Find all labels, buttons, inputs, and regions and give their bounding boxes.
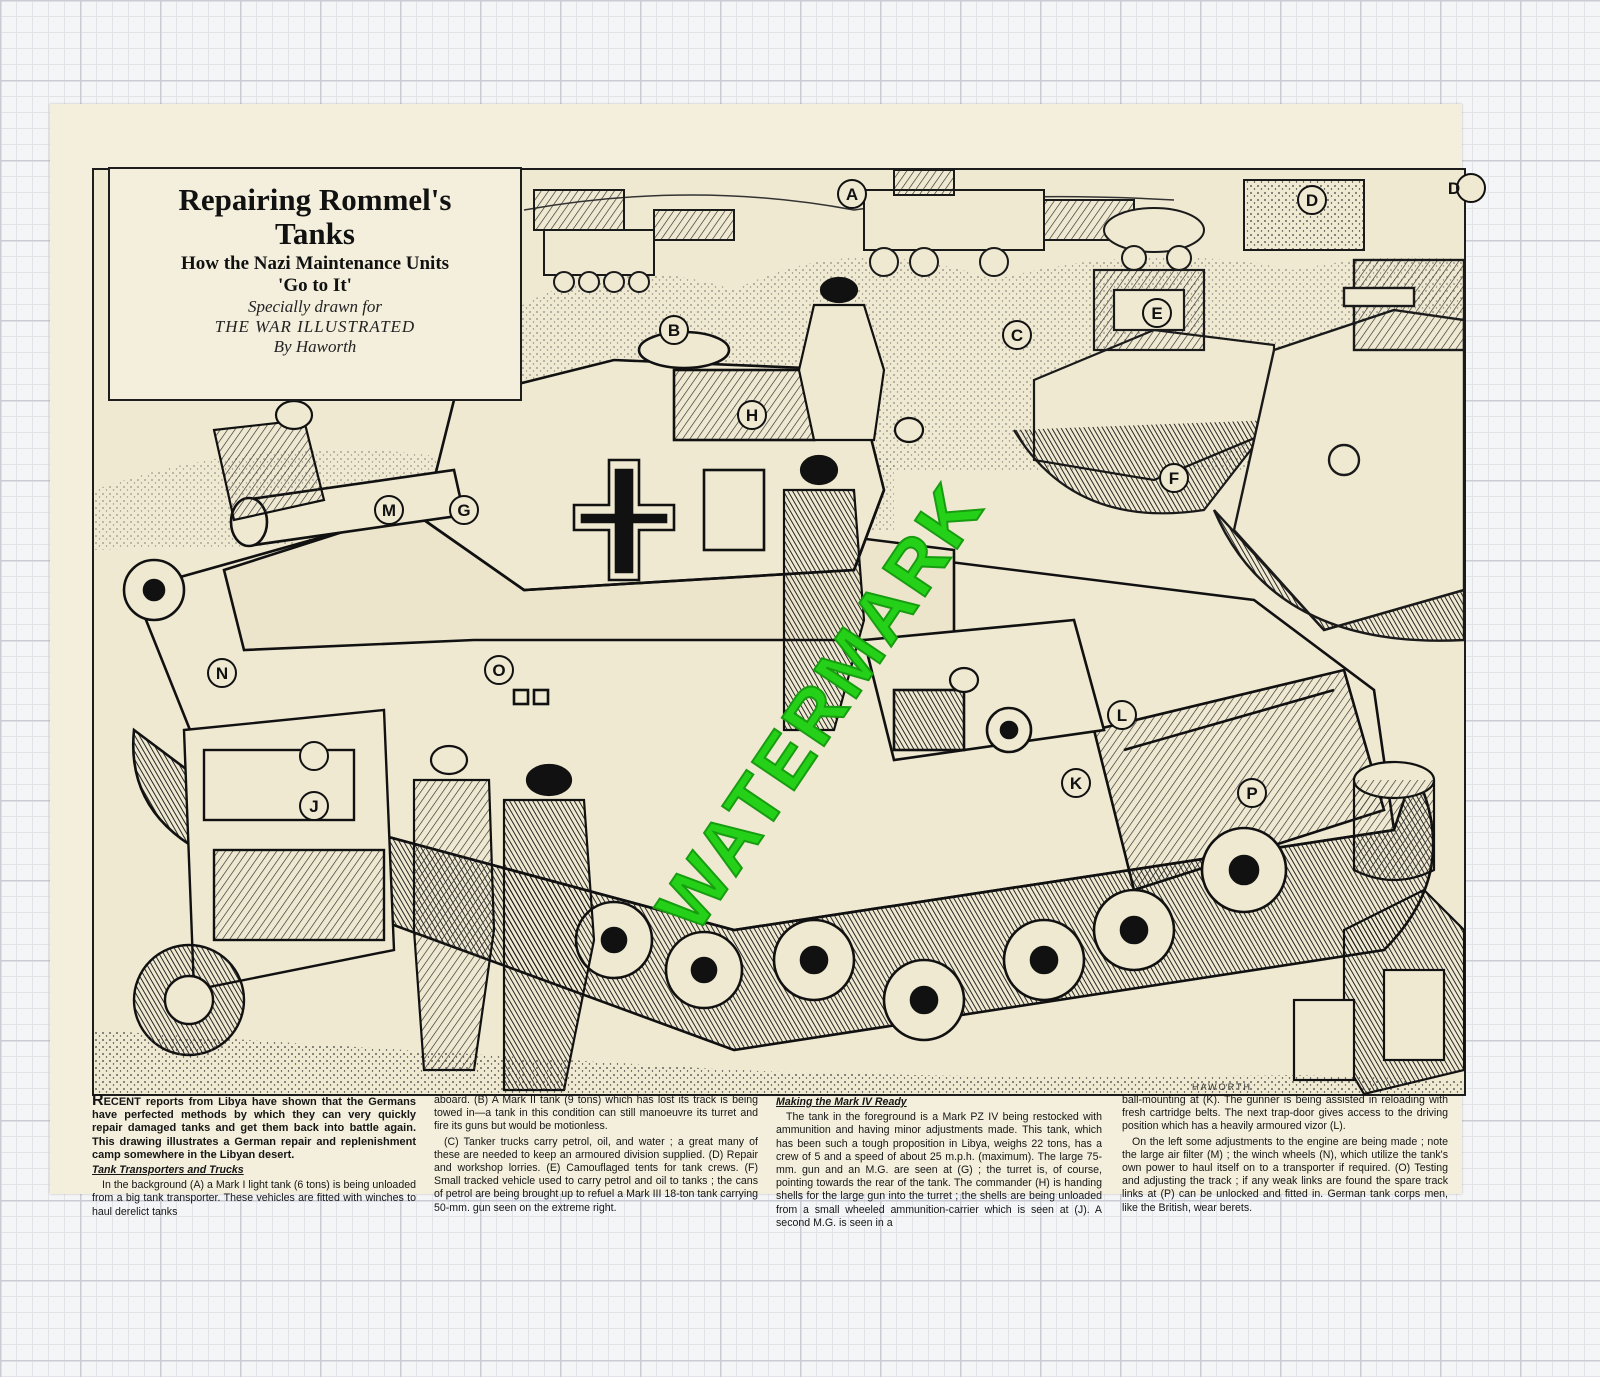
label-d-1: D — [1306, 191, 1318, 210]
ammunition-carrier — [132, 708, 396, 1057]
label-j: J — [309, 797, 318, 816]
label-a: A — [846, 185, 858, 204]
label-p: P — [1246, 784, 1257, 803]
magazine-page: A B C D D E F G H J K L M N O P Repairin… — [50, 104, 1486, 1229]
paragraph: On the left some adjustments to the engi… — [1122, 1135, 1448, 1214]
text-column-1: RECENT reports from Libya have shown tha… — [92, 1092, 416, 1218]
paragraph: The tank in the foreground is a Mark PZ … — [776, 1111, 1102, 1229]
paragraph: aboard. (B) A Mark II tank (9 tons) whic… — [434, 1094, 758, 1133]
right-tank — [1212, 258, 1466, 642]
label-l: L — [1117, 706, 1127, 725]
label-e: E — [1151, 304, 1162, 323]
article-text: RECENT reports from Libya have shown tha… — [92, 1092, 1462, 1229]
label-k: K — [1070, 774, 1083, 793]
tracked-carrier — [1013, 268, 1276, 515]
fuel-drums — [1292, 760, 1466, 1096]
artist-signature: HAWORTH — [1192, 1082, 1252, 1092]
callout-labels — [207, 173, 1486, 821]
label-m: M — [382, 501, 396, 520]
label-o: O — [492, 661, 505, 680]
text-column-4: ball-mounting at (K). The gunner is bein… — [1122, 1094, 1448, 1214]
label-d-2: D — [1448, 179, 1460, 198]
text-column-3: Making the Mark IV Ready The tank in the… — [776, 1094, 1102, 1229]
mechanic-figures — [212, 276, 980, 1092]
label-b: B — [668, 321, 680, 340]
paragraph: (C) Tanker trucks carry petrol, oil, and… — [434, 1135, 758, 1214]
background-vehicles — [533, 169, 1365, 293]
publication-name: THE WAR ILLUSTRATED — [214, 317, 416, 336]
label-f: F — [1169, 469, 1179, 488]
lead-paragraph: RECENT reports from Libya have shown tha… — [92, 1092, 416, 1161]
text-column-2: aboard. (B) A Mark II tank (9 tons) whic… — [434, 1094, 758, 1214]
label-c: C — [1011, 326, 1023, 345]
callout-letters: A B C D D E F G H J K L M N O P — [216, 179, 1460, 816]
paragraph: ball-mounting at (K). The gunner is bein… — [1122, 1094, 1448, 1133]
label-n: N — [216, 664, 228, 683]
credit-line-1: Specially drawn for — [247, 297, 383, 316]
paragraph: In the background (A) a Mark I light tan… — [92, 1179, 416, 1218]
section-heading-mark-iv: Making the Mark IV Ready — [776, 1096, 907, 1108]
section-heading-transporters: Tank Transporters and Trucks — [92, 1164, 244, 1177]
subheadline: How the Nazi Maintenance Units'Go to It' — [180, 253, 450, 296]
label-g: G — [457, 501, 470, 520]
artist-credit: By Haworth — [273, 337, 357, 356]
label-h: H — [746, 406, 758, 425]
